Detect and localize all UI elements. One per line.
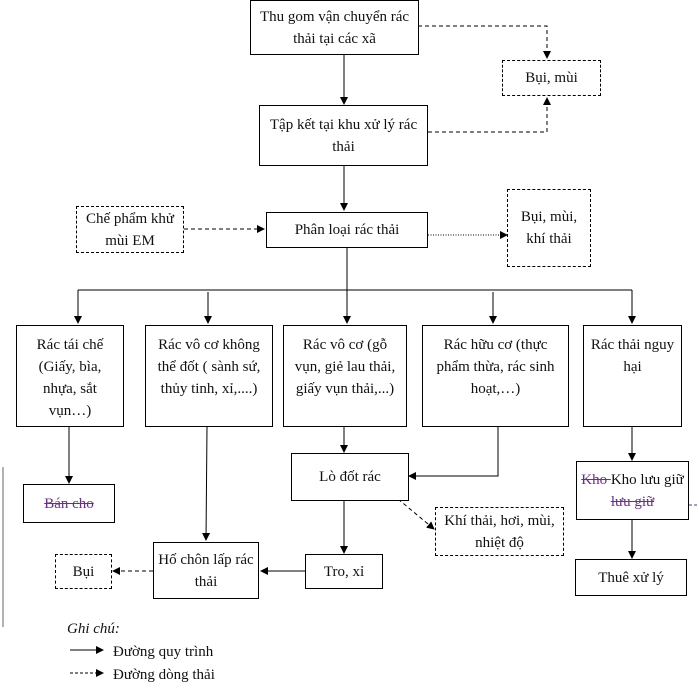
storage-deleted-text: Kho (581, 471, 611, 488)
edge-incinerator-emissions (397, 498, 435, 530)
node-collect: Thu gom vận chuyển rác thải tại các xã (250, 0, 419, 55)
node-storage: Kho Kho lưu giữ lưu giữ (576, 461, 689, 520)
legend-process-label: Đường quy trình (113, 644, 214, 660)
node-recycle: Rác tái chế (Giấy, bìa, nhựa, sắt vụn…) (16, 325, 124, 427)
edge-organic-incinerator (408, 427, 499, 480)
storage-inserted-text: Kho lưu giữ (610, 471, 684, 488)
node-classify: Phân loại rác thải (266, 212, 428, 248)
node-organic: Rác hữu cơ (thực phẩm thừa, rác sinh hoạ… (422, 325, 569, 427)
edge-nonburn-landfill (202, 426, 211, 541)
node-hire-label: Thuê xử lý (598, 569, 664, 586)
node-ash-label: Tro, xỉ (323, 563, 365, 580)
node-hazardous: Rác thải nguy hại (583, 325, 682, 427)
node-gather: Tập kết tại khu xử lý rác thải (259, 105, 428, 166)
node-organic-label: Rác hữu cơ (thực phẩm thừa, rác sinh hoạ… (436, 337, 555, 397)
edge-gather-dust (428, 97, 551, 133)
node-emissions-label: Khí thải, hơi, mùi, nhiệt độ (444, 512, 555, 551)
node-dust-smell-gas: Bụi, mùi, khí thải (507, 189, 591, 267)
node-collect-label: Thu gom vận chuyển rác thải tại các xã (259, 8, 410, 47)
node-em: Chế phẩm khử mùi EM (76, 206, 184, 253)
node-inorganic-burn-label: Rác vô cơ (gỗ vụn, giẻ lau thải, giấy vụ… (294, 337, 396, 397)
node-incinerator: Lò đốt rác (291, 453, 409, 501)
node-classify-label: Phân loại rác thải (294, 222, 400, 238)
node-landfill: Hố chôn lấp rác thải (153, 542, 259, 599)
node-inorganic-burn: Rác vô cơ (gỗ vụn, giẻ lau thải, giấy vụ… (283, 325, 407, 427)
node-inorganic-nonburn: Rác vô cơ không thể đốt ( sành sứ, thủy … (145, 325, 273, 427)
node-dust: Bụi (55, 554, 112, 589)
node-gather-label: Tập kết tại khu xử lý rác thải (269, 116, 418, 155)
node-storage-label: Kho Kho lưu giữ lưu giữ (581, 469, 684, 513)
node-incinerator-label: Lò đốt rác (319, 469, 381, 485)
node-hazardous-label: Rác thải nguy hại (590, 337, 675, 375)
legend-waste-label: Đường dòng thải (113, 667, 215, 683)
node-hire: Thuê xử lý (575, 559, 687, 596)
node-inorganic-nonburn-label: Rác vô cơ không thể đốt ( sành sứ, thủy … (157, 337, 261, 397)
node-sell: Bán cho (23, 484, 115, 523)
node-recycle-label: Rác tái chế (Giấy, bìa, nhựa, sắt vụn…) (36, 337, 104, 419)
margin-bar (2, 467, 4, 627)
storage-deleted-text-2: lưu giữ (610, 493, 655, 510)
legend-title: Ghi chú: (67, 621, 120, 637)
node-em-label: Chế phẩm khử mùi EM (85, 210, 175, 249)
node-ash: Tro, xỉ (305, 554, 383, 589)
node-landfill-label: Hố chôn lấp rác thải (158, 551, 254, 590)
node-emissions: Khí thải, hơi, mùi, nhiệt độ (435, 507, 564, 556)
node-dust-smell-1: Bụi, mùi (502, 60, 601, 96)
node-dust-smell-gas-label: Bụi, mùi, khí thải (520, 209, 578, 247)
node-dust-smell-1-label: Bụi, mùi (525, 70, 578, 86)
edge-collect-dust (418, 25, 551, 59)
node-dust-label: Bụi (72, 563, 95, 580)
node-sell-label: Bán cho (44, 495, 94, 512)
